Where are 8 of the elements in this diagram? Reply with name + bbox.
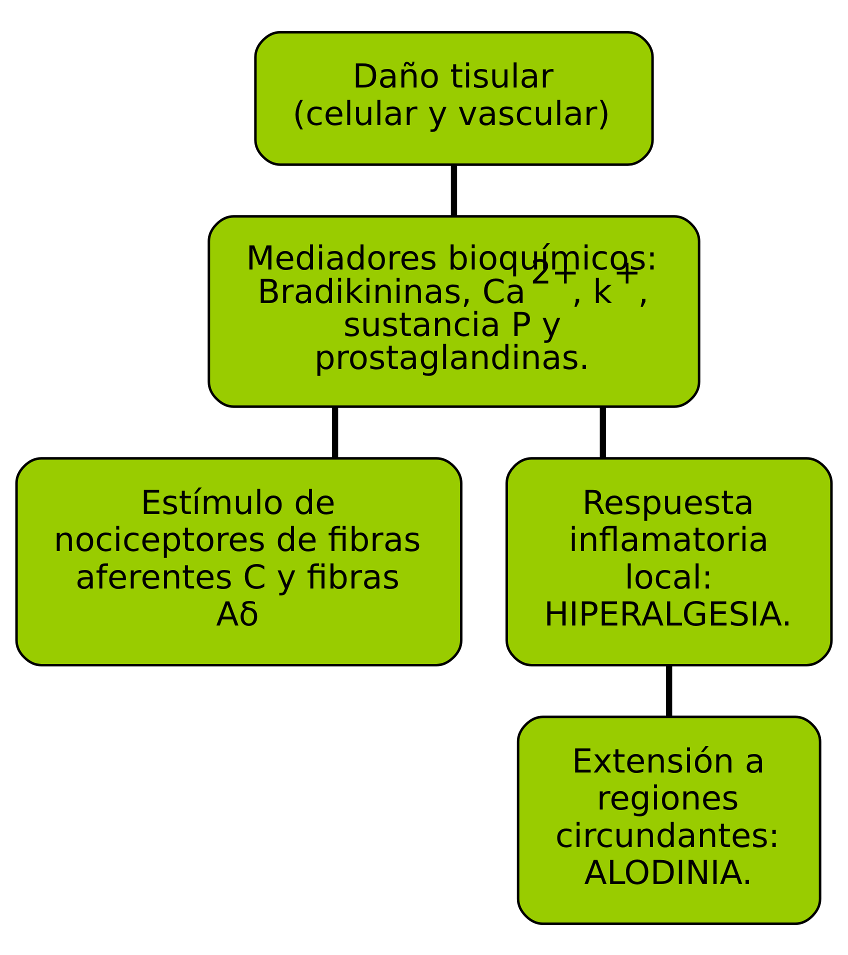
node-box: Estímulo de nociceptores de fibras aferentes C y fibras Aδ: [15, 456, 462, 666]
node-box: Extensión a regiones circundantes: ALODINIA.: [516, 715, 822, 924]
connector: [600, 406, 606, 458]
connector: [332, 406, 338, 458]
connector: [666, 664, 672, 716]
node-box: Respuesta inflamatoria local: HIPERALGESIA.: [506, 456, 833, 666]
connector: [450, 164, 458, 216]
node-box: Daño tisular (celular y vascular): [254, 30, 654, 166]
